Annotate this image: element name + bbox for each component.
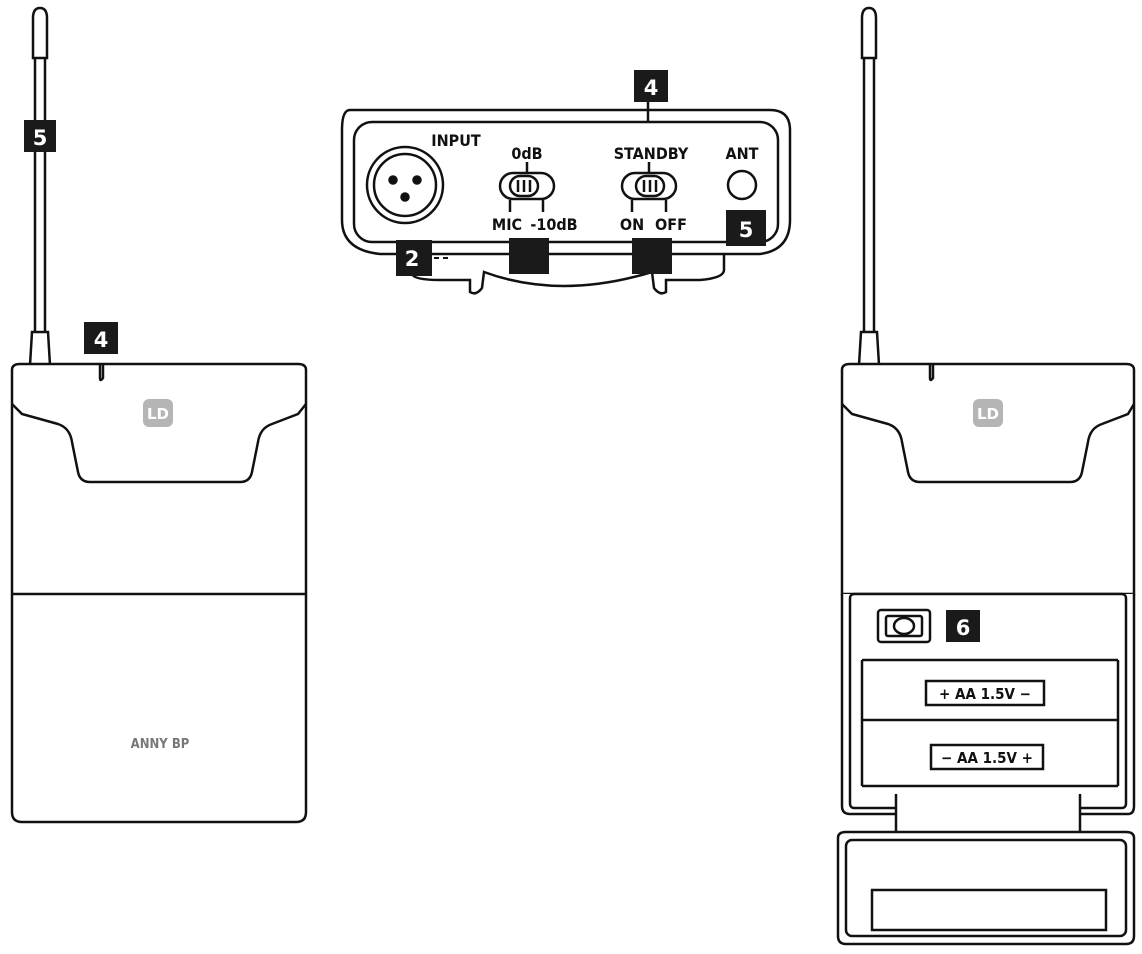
antenna-jack: [726, 169, 758, 201]
battery-top-label: + AA 1.5V −: [939, 685, 1031, 703]
standby-switch[interactable]: [620, 162, 678, 212]
gain-10db-label: -10dB: [530, 215, 577, 234]
gain-mic-label: MIC: [492, 215, 522, 234]
antenna-left: [28, 6, 52, 367]
panel-inner: [352, 120, 780, 244]
battery-top-outline: [924, 679, 1046, 707]
belt-clip: [11, 403, 307, 484]
panel-labels: INPUT 0dB MIC -10dB STANDBY ON OFF ANT: [431, 131, 758, 234]
callout-input-panel: 2: [396, 240, 450, 276]
ant-label: ANT: [725, 144, 758, 163]
back-view-unit: [836, 6, 1136, 946]
callout-ant-panel: 5: [726, 210, 766, 246]
battery-lid: [894, 794, 1082, 838]
battery-switch[interactable]: [876, 608, 932, 644]
gain-switch[interactable]: [498, 162, 556, 212]
front-view-unit: [10, 6, 308, 824]
battery-bottom-outline: [929, 743, 1045, 771]
front-logo: LD: [143, 399, 173, 427]
svg-text:6: 6: [956, 616, 971, 640]
callout-standby-switch: [632, 238, 672, 274]
back-logo-text: LD: [977, 405, 999, 423]
battery-bottom-label: − AA 1.5V +: [941, 749, 1033, 767]
back-logo: LD: [973, 399, 1003, 427]
gain-0db-label: 0dB: [511, 144, 542, 163]
callout-antenna-left: 5: [24, 120, 56, 152]
model-name: ANNY BP: [131, 737, 190, 752]
on-label: ON: [620, 215, 644, 234]
antenna-right: [857, 6, 881, 367]
xlr-input-jack: [365, 145, 445, 225]
callout-top-left: 4: [84, 322, 118, 354]
svg-text:4: 4: [644, 76, 659, 100]
callout-top-panel: 4: [634, 70, 668, 102]
svg-text:5: 5: [33, 126, 48, 150]
panel-clip: [410, 254, 726, 295]
off-label: OFF: [655, 215, 687, 234]
svg-text:4: 4: [94, 328, 109, 352]
svg-text:2: 2: [405, 247, 420, 271]
top-panel: [340, 100, 792, 295]
callout-battery: 6: [946, 610, 980, 642]
svg-text:5: 5: [739, 218, 754, 242]
back-body-outline: [840, 362, 1136, 596]
top-notch-left: [98, 364, 105, 382]
front-logo-text: LD: [147, 405, 169, 423]
panel-outer: [340, 108, 792, 256]
standby-label: STANDBY: [614, 144, 689, 163]
callout-gain-switch: [509, 238, 549, 274]
input-label: INPUT: [431, 131, 481, 150]
